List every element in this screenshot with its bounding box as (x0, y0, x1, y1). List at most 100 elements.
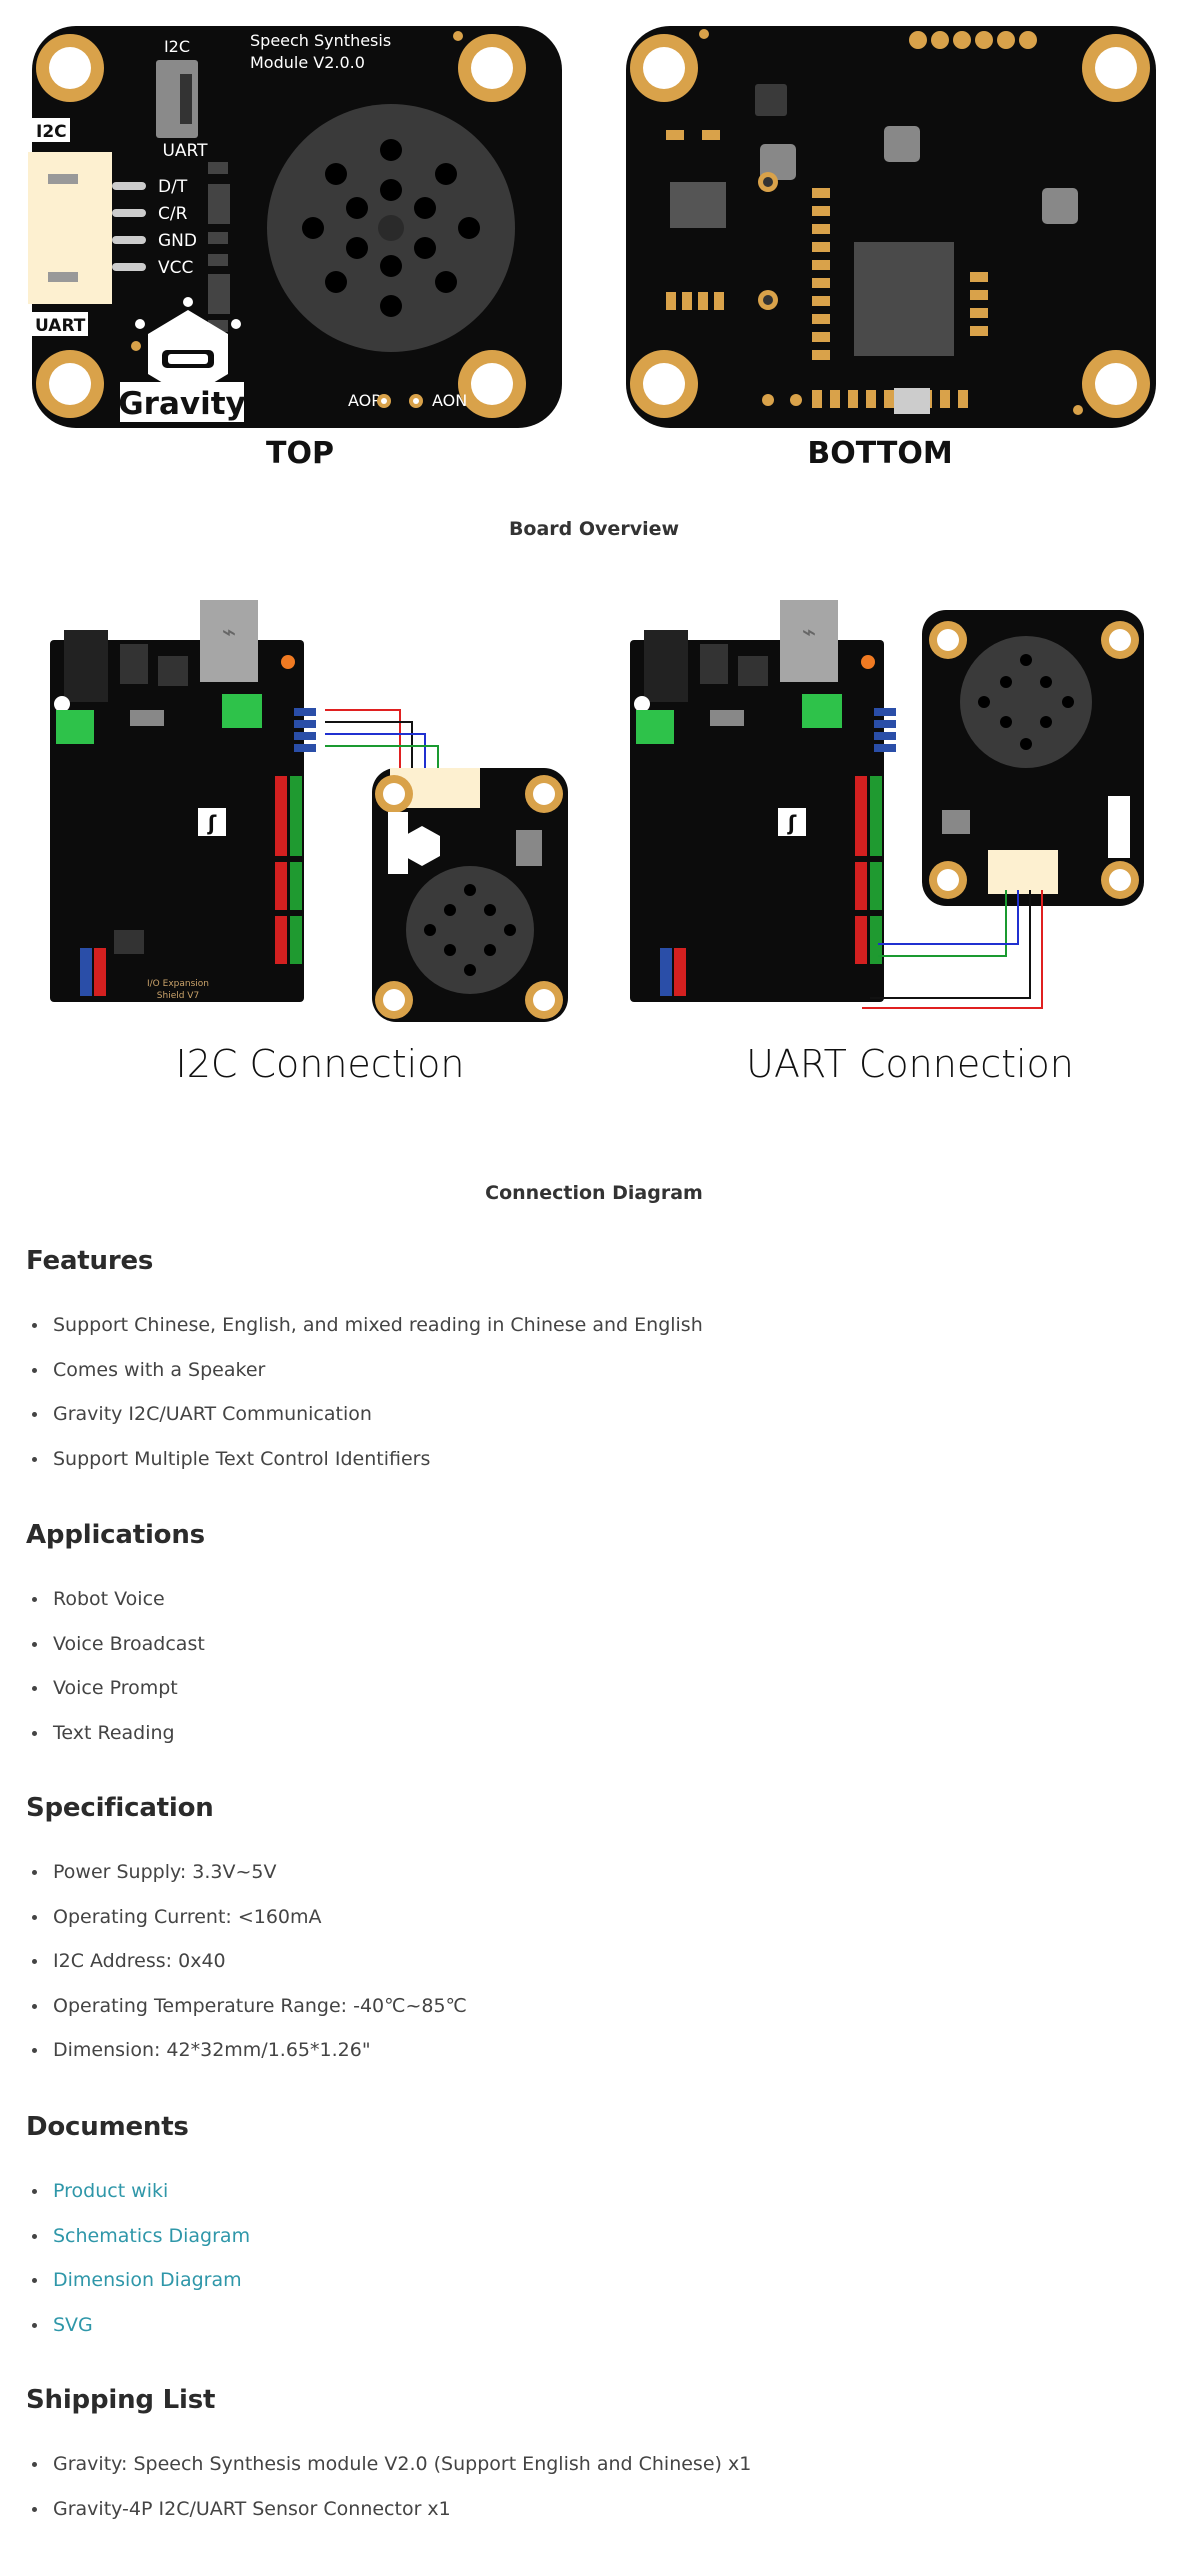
board-top-caption: TOP (266, 436, 334, 471)
wire-rx (878, 890, 1007, 957)
switch-uart-label: UART (162, 141, 208, 161)
list-item: Operating Current: <160mA (26, 1906, 1166, 1951)
shield-name-label: I/O Expansion (147, 979, 209, 989)
speaker-icon (267, 104, 515, 352)
main-chip-icon (854, 242, 954, 356)
list-item: Gravity: Speech Synthesis module V2.0 (S… (26, 2453, 1166, 2498)
wire-scl (325, 733, 426, 770)
svg-link[interactable]: SVG (53, 2313, 93, 2336)
bullet-icon (32, 2233, 37, 2239)
bullet-icon (32, 1412, 37, 1417)
uart-connection-caption: UART Connection (746, 1042, 1074, 1086)
list-item: Comes with a Speaker (26, 1359, 1166, 1404)
module-title-line2: Module V2.0.0 (250, 53, 365, 72)
list-item: Dimension Diagram (26, 2269, 1166, 2314)
aop-label: AOP (348, 391, 381, 410)
product-wiki-link[interactable]: Product wiki (53, 2180, 169, 2202)
documents-heading: Documents (26, 2112, 189, 2142)
svg-text:ʃ: ʃ (787, 811, 797, 835)
connector-uart-label: UART (35, 316, 86, 336)
list-item: Power Supply: 3.3V~5V (26, 1861, 1166, 1906)
bullet-icon (32, 1323, 37, 1328)
list-item: Support Multiple Text Control Identifier… (26, 1448, 1166, 1493)
mounting-hole-icon (36, 34, 526, 418)
shipping-list: Gravity: Speech Synthesis module V2.0 (S… (26, 2453, 1166, 2542)
uart-connection-image: ⌁ ʃ (630, 600, 1144, 1009)
wire-vcc (862, 890, 1043, 1009)
features-list: Support Chinese, English, and mixed read… (26, 1314, 1166, 1492)
applications-heading: Applications (26, 1520, 205, 1550)
documents-section: Documents Product wiki Schematics Diagra… (26, 2112, 1166, 2358)
wire-gnd (870, 890, 1031, 999)
list-item: Gravity I2C/UART Communication (26, 1403, 1166, 1448)
wire-sda (325, 745, 439, 770)
bullet-icon (32, 2322, 37, 2328)
bullet-icon (32, 1870, 37, 1875)
svg-text:ʃ: ʃ (207, 811, 217, 835)
svg-text:⌁: ⌁ (222, 618, 236, 646)
bullet-icon (32, 2003, 37, 2009)
bullet-icon (32, 2048, 37, 2053)
bullet-icon (32, 1456, 37, 1462)
features-heading: Features (26, 1246, 154, 1276)
bullet-icon (32, 1686, 37, 1691)
mounting-hole-icon (630, 34, 1150, 418)
bullet-icon (32, 1367, 37, 1373)
pin-label: GND (158, 231, 197, 251)
bullet-icon (32, 2278, 37, 2283)
specification-section: Specification Power Supply: 3.3V~5V Oper… (26, 1793, 1166, 2084)
shipping-list-heading: Shipping List (26, 2385, 216, 2415)
module-title-line1: Speech Synthesis (250, 31, 391, 50)
bullet-icon (32, 1730, 37, 1736)
list-item: Operating Temperature Range: -40℃~85℃ (26, 1995, 1166, 2040)
bullet-icon (32, 2506, 37, 2512)
schematics-diagram-link[interactable]: Schematics Diagram (53, 2224, 251, 2247)
shipping-list-section: Shipping List Gravity: Speech Synthesis … (26, 2385, 1166, 2542)
list-item: Support Chinese, English, and mixed read… (26, 1314, 1166, 1359)
connection-diagram-caption: Connection Diagram (485, 1182, 703, 1204)
list-item: Voice Prompt (26, 1677, 1166, 1722)
list-item: Dimension: 42*32mm/1.65*1.26" (26, 2039, 1166, 2084)
bullet-icon (32, 1597, 37, 1602)
io-expansion-shield-icon (630, 640, 884, 1002)
bullet-icon (32, 2462, 37, 2467)
svg-text:⌁: ⌁ (802, 618, 816, 646)
gravity-logo-icon (135, 297, 241, 398)
i2c-connection-image: ⌁ ʃ I/O Expansion Shield V7 (50, 600, 568, 1022)
list-item: Voice Broadcast (26, 1633, 1166, 1678)
list-item: SVG (26, 2314, 1166, 2359)
gravity-brand-label: Gravity (118, 386, 246, 422)
list-item: Gravity-4P I2C/UART Sensor Connector x1 (26, 2498, 1166, 2543)
wire-vcc (325, 709, 401, 770)
board-overview-caption: Board Overview (508, 518, 680, 540)
board-bottom-caption: BOTTOM (807, 436, 953, 471)
pin-label: D/T (158, 177, 188, 197)
list-item: Product wiki (26, 2180, 1166, 2225)
board-bottom-image (626, 26, 1156, 428)
board-top-image: I2C UART Speech Synthesis Module V2.0.0 … (28, 26, 562, 428)
specification-heading: Specification (26, 1793, 214, 1823)
features-section: Features Support Chinese, English, and m… (26, 1246, 1166, 1492)
specification-list: Power Supply: 3.3V~5V Operating Current:… (26, 1861, 1166, 2084)
documents-list: Product wiki Schematics Diagram Dimensio… (26, 2180, 1166, 2358)
applications-section: Applications Robot Voice Voice Broadcast… (26, 1520, 1166, 1766)
io-expansion-shield-icon (50, 640, 304, 1002)
list-item: Schematics Diagram (26, 2225, 1166, 2270)
applications-list: Robot Voice Voice Broadcast Voice Prompt… (26, 1588, 1166, 1766)
wire-gnd (325, 721, 413, 770)
list-item: Text Reading (26, 1722, 1166, 1767)
list-item: I2C Address: 0x40 (26, 1950, 1166, 1995)
bullet-icon (32, 2189, 37, 2194)
list-item: Robot Voice (26, 1588, 1166, 1633)
switch-i2c-label: I2C (164, 37, 190, 56)
bullet-icon (32, 1914, 37, 1920)
pin-label: C/R (158, 204, 188, 224)
pin-label: VCC (158, 258, 193, 278)
aon-label: AON (432, 391, 467, 410)
shield-version-label: Shield V7 (157, 991, 199, 1001)
connector-i2c-label: I2C (36, 122, 67, 142)
bullet-icon (32, 1641, 37, 1647)
i2c-connection-caption: I2C Connection (175, 1042, 465, 1086)
wire-tx (878, 890, 1019, 945)
dimension-diagram-link[interactable]: Dimension Diagram (53, 2269, 242, 2291)
